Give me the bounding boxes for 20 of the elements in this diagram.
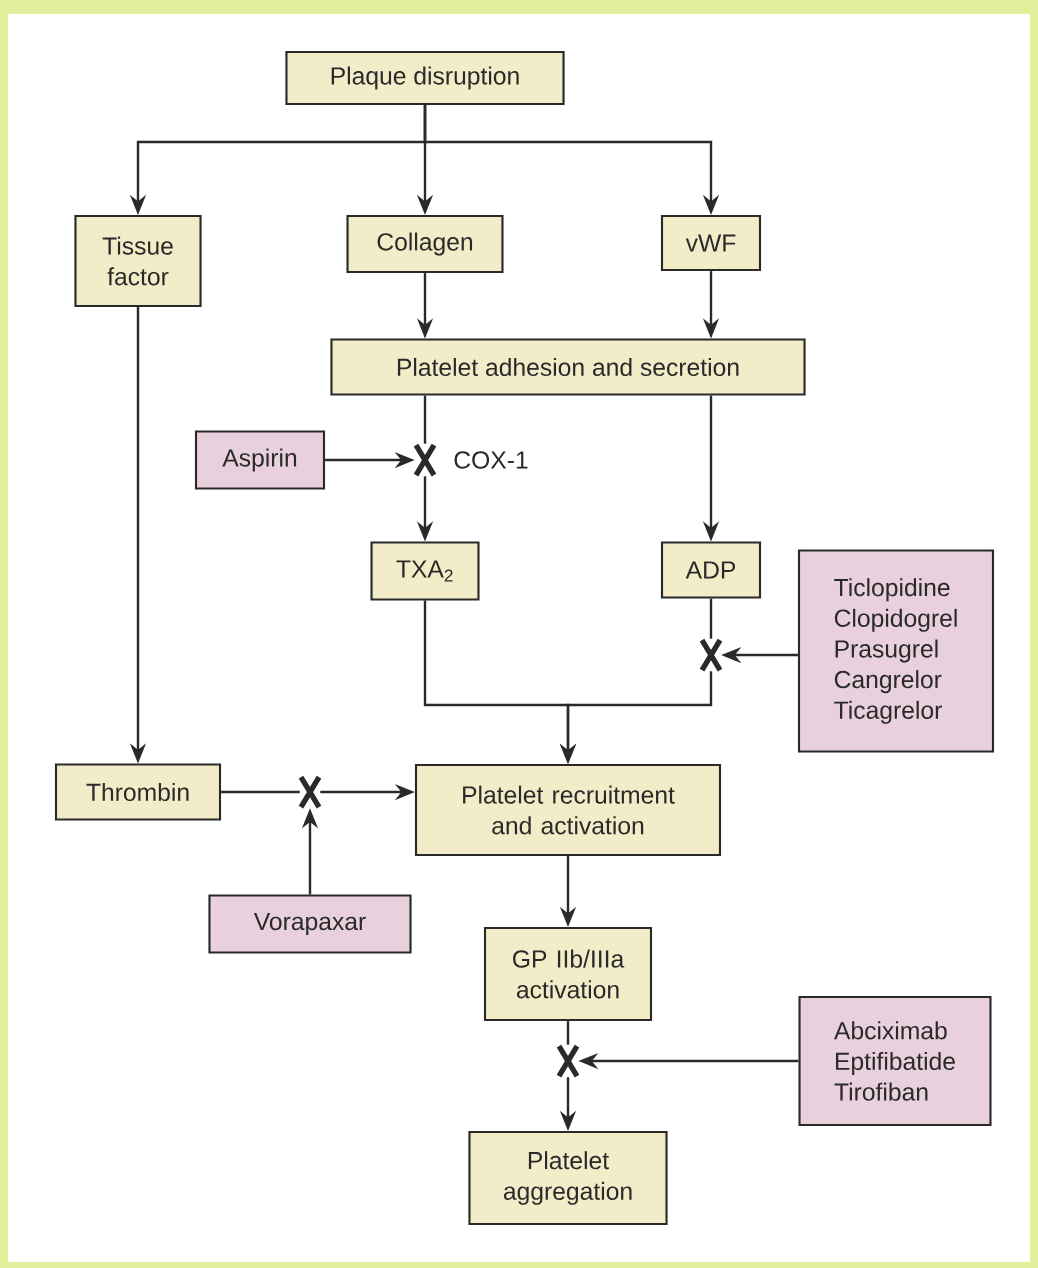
process-box: Plaque disruption	[285, 50, 565, 106]
process-box: TXA$_{2}$	[370, 541, 480, 601]
process-box: GP IIb/IIIa activation	[483, 926, 653, 1022]
process-box: Platelet aggregation	[468, 1130, 668, 1226]
inhibition-mark	[699, 637, 723, 673]
drug-box: Ticlopidine Clopidogrel Prasugrel Cangrelor Ticagrelor	[797, 549, 995, 753]
process-box: Tissue factor	[74, 214, 202, 308]
inhibition-mark	[413, 442, 437, 478]
inhibition-mark	[556, 1043, 580, 1079]
process-box: Collagen	[346, 214, 504, 274]
process-box: vWF	[660, 214, 762, 272]
process-box: ADP	[660, 541, 762, 599]
inhibition-mark	[298, 774, 322, 810]
drug-box: Vorapaxar	[208, 894, 412, 954]
process-box: Platelet recruitment and activation	[414, 763, 722, 857]
process-box: Platelet adhesion and secretion	[330, 338, 806, 396]
drug-box: Abciximab Eptifibatide Tirofiban	[798, 995, 992, 1127]
drug-box: Aspirin	[194, 430, 326, 490]
process-box: Thrombin	[54, 763, 222, 821]
enzyme-label: COX-1	[454, 451, 528, 469]
